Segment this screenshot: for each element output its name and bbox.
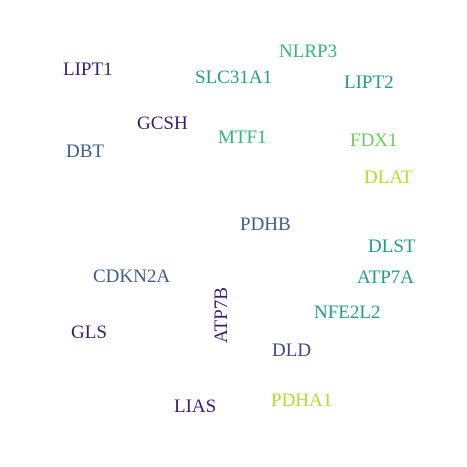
word-mtf1: MTF1 xyxy=(218,127,267,148)
word-dbt: DBT xyxy=(66,141,104,162)
word-nlrp3: NLRP3 xyxy=(279,41,338,62)
word-dld: DLD xyxy=(272,340,312,361)
word-dlat: DLAT xyxy=(364,167,413,188)
word-lipt1: LIPT1 xyxy=(63,59,113,80)
word-dlst: DLST xyxy=(368,236,416,257)
word-pdhb: PDHB xyxy=(240,214,291,235)
word-nfe2l2: NFE2L2 xyxy=(314,302,381,323)
word-atp7b: ATP7B xyxy=(211,287,232,343)
word-fdx1: FDX1 xyxy=(350,130,398,151)
word-pdha1: PDHA1 xyxy=(271,390,333,411)
word-cdkn2a: CDKN2A xyxy=(93,266,171,287)
word-gcsh: GCSH xyxy=(137,113,188,134)
word-lipt2: LIPT2 xyxy=(344,72,394,93)
word-lias: LIAS xyxy=(174,396,217,417)
word-atp7a: ATP7A xyxy=(357,267,415,288)
word-slc31a1: SLC31A1 xyxy=(195,67,273,88)
word-gls: GLS xyxy=(71,322,107,343)
